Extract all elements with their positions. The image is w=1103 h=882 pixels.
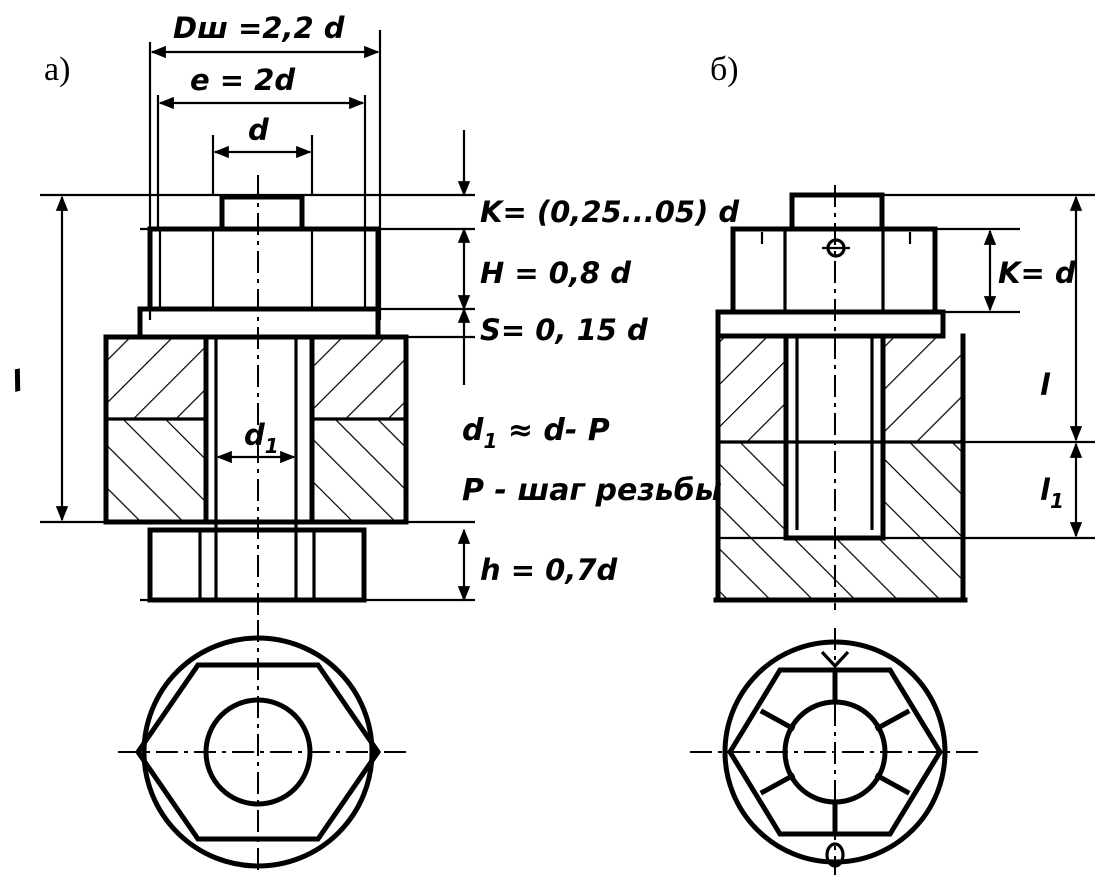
panel-a-label: а) <box>44 51 70 88</box>
cotter-pin-head <box>820 650 850 669</box>
panel-b-label: б) <box>710 51 739 88</box>
cotter-pin-loop <box>825 842 845 868</box>
dim-e-label: e = 2d <box>190 63 295 97</box>
panel-b: б) <box>690 51 1095 875</box>
dim-k-b-label: K= d <box>998 256 1076 290</box>
dim-e: e = 2d <box>156 63 367 230</box>
nut-body <box>147 226 381 312</box>
dim-k-label: K= (0,25...05) d <box>480 195 739 229</box>
dim-l1-b-label: l1 <box>1040 473 1064 513</box>
dim-d-label: d <box>248 113 269 147</box>
dim-H-label: H = 0,8 d <box>480 256 631 290</box>
dim-s-label: S= 0, 15 d <box>480 313 648 347</box>
dim-dw: Dш =2,2 d <box>148 11 382 320</box>
top-view-b <box>690 628 980 875</box>
top-view-a <box>118 620 410 870</box>
dim-l-b-label: l <box>1040 368 1051 402</box>
note-pitch: P - шаг резьбы <box>462 473 722 508</box>
dim-h-label: h = 0,7d <box>480 553 618 587</box>
dim-l-label: l <box>9 363 27 399</box>
dim-d: d <box>211 113 314 195</box>
bolt-head-top <box>219 194 305 232</box>
panel-a: а) Dш =2,2 d e = 2d d <box>9 11 739 870</box>
note-d1-formula: d1 ≈ d- P <box>462 413 610 453</box>
dim-dw-label: Dш =2,2 d <box>173 11 345 45</box>
dim-d1-label: d1 <box>244 418 279 458</box>
plates-section-a <box>103 334 409 600</box>
plates-section-b <box>713 333 968 603</box>
